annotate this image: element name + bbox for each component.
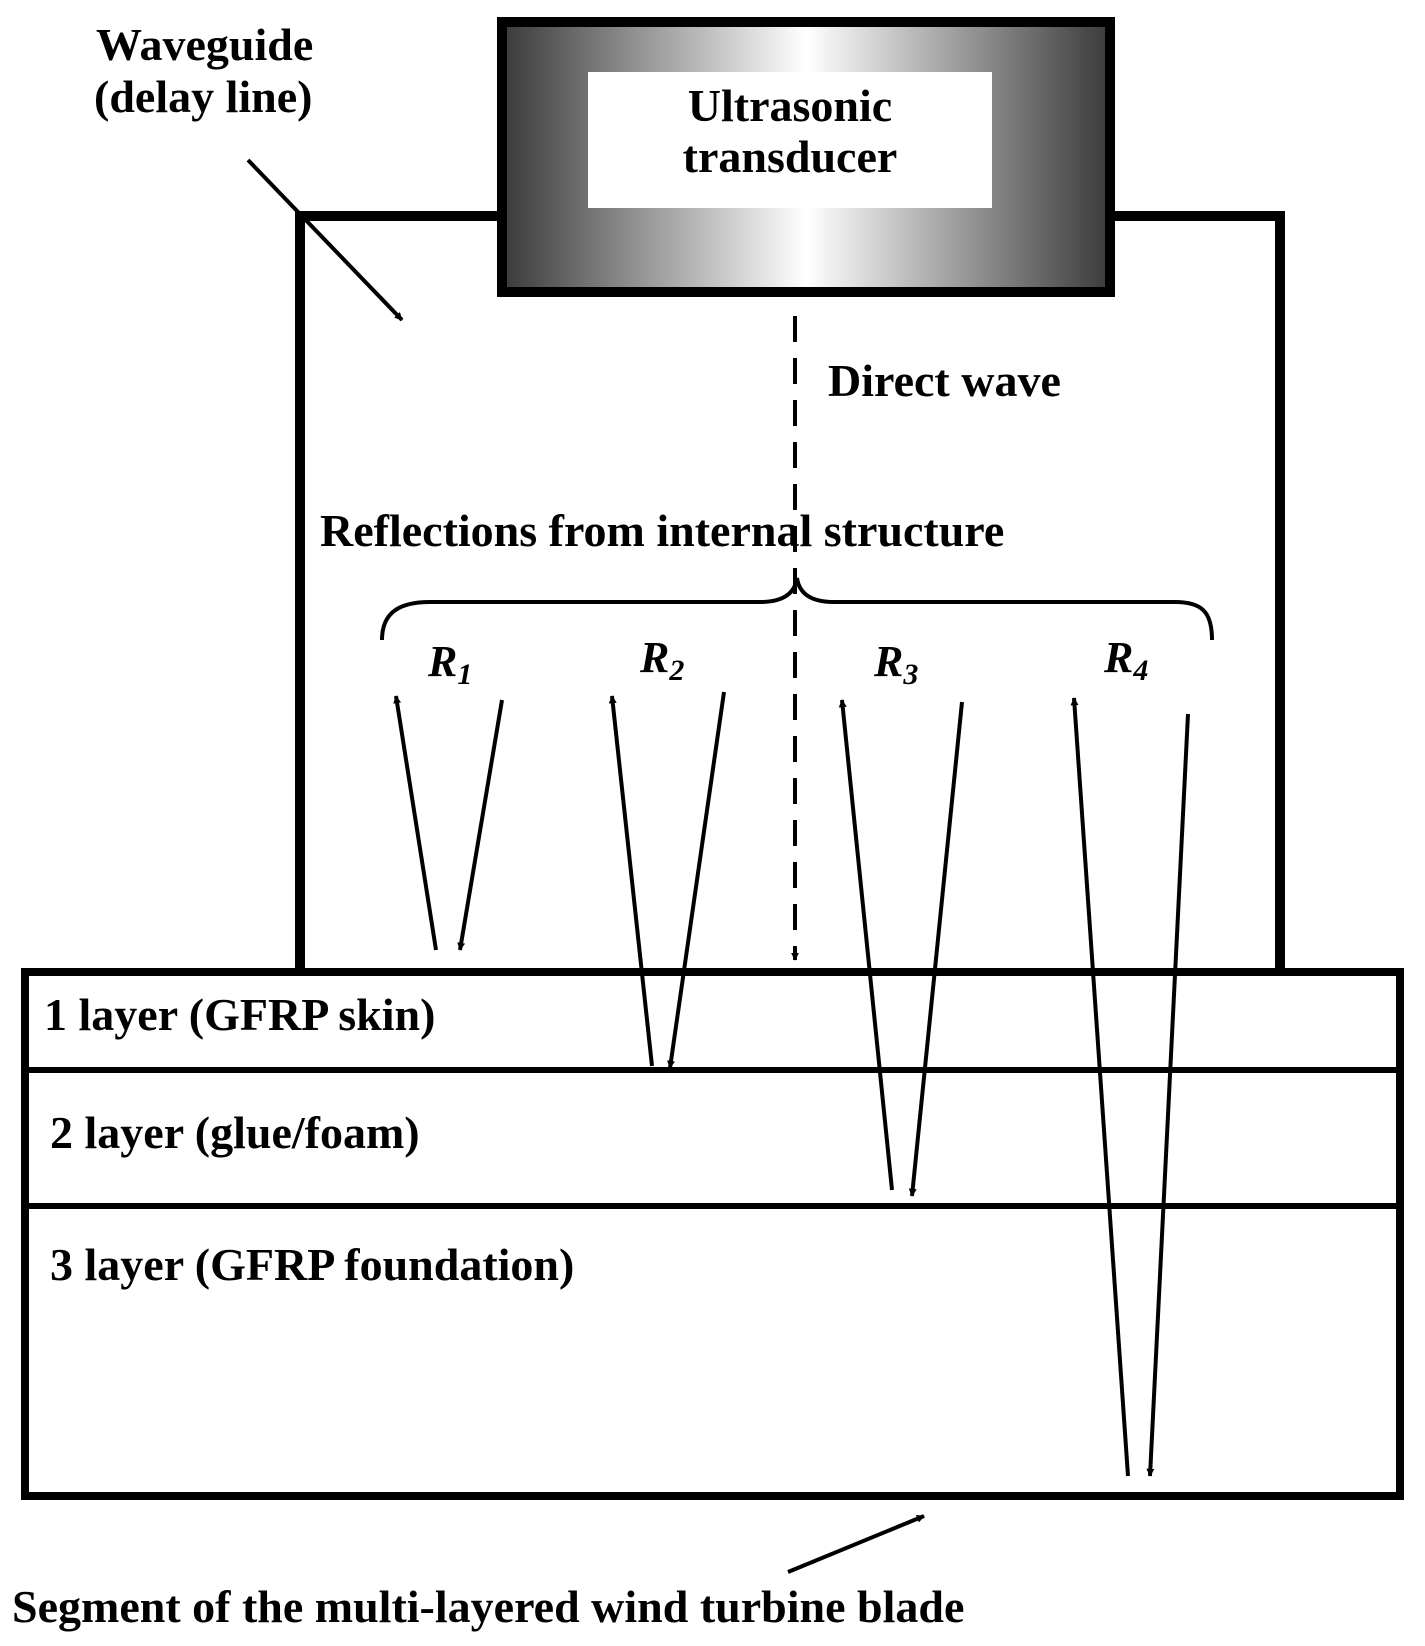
r3-reflected-arrow (838, 699, 894, 1191)
ultrasonic-transducer: Ultrasonic transducer (497, 17, 1115, 297)
reflections-label: Reflections from internal structure (320, 505, 1004, 556)
r2-reflected-arrow (608, 695, 654, 1067)
r2-incident-arrow (667, 691, 726, 1069)
reflection-r3-label: R3 (873, 637, 918, 691)
blade-segment (21, 968, 1404, 1500)
r3-incident-arrow (908, 701, 964, 1197)
layer-3-label: 3 layer (GFRP foundation) (50, 1239, 574, 1290)
r4-reflected-arrow (1070, 697, 1130, 1477)
reflection-r4-label: R4 (1103, 633, 1148, 687)
reflection-r1-label: R1 (427, 637, 472, 691)
transducer-label-line2: transducer (683, 131, 898, 182)
r1-reflected-arrow (393, 695, 438, 951)
segment-pointer-arrow (787, 1514, 925, 1574)
layer-2-label: 2 layer (glue/foam) (50, 1107, 420, 1158)
reflection-r2-label: R2 (639, 633, 684, 687)
r4-incident-arrow (1146, 713, 1190, 1477)
layer-1-label: 1 layer (GFRP skin) (44, 989, 435, 1040)
waveguide-label-line2: (delay line) (94, 71, 312, 122)
waveguide-label-line1: Waveguide (96, 19, 313, 70)
waveguide-outline (295, 211, 1285, 970)
reflections-brace (380, 577, 1214, 641)
r1-incident-arrow (457, 699, 504, 951)
segment-label: Segment of the multi-layered wind turbin… (12, 1581, 964, 1632)
transducer-label-line1: Ultrasonic (688, 80, 892, 131)
direct-wave-label: Direct wave (828, 355, 1061, 406)
waveguide-pointer-arrow (246, 158, 404, 322)
